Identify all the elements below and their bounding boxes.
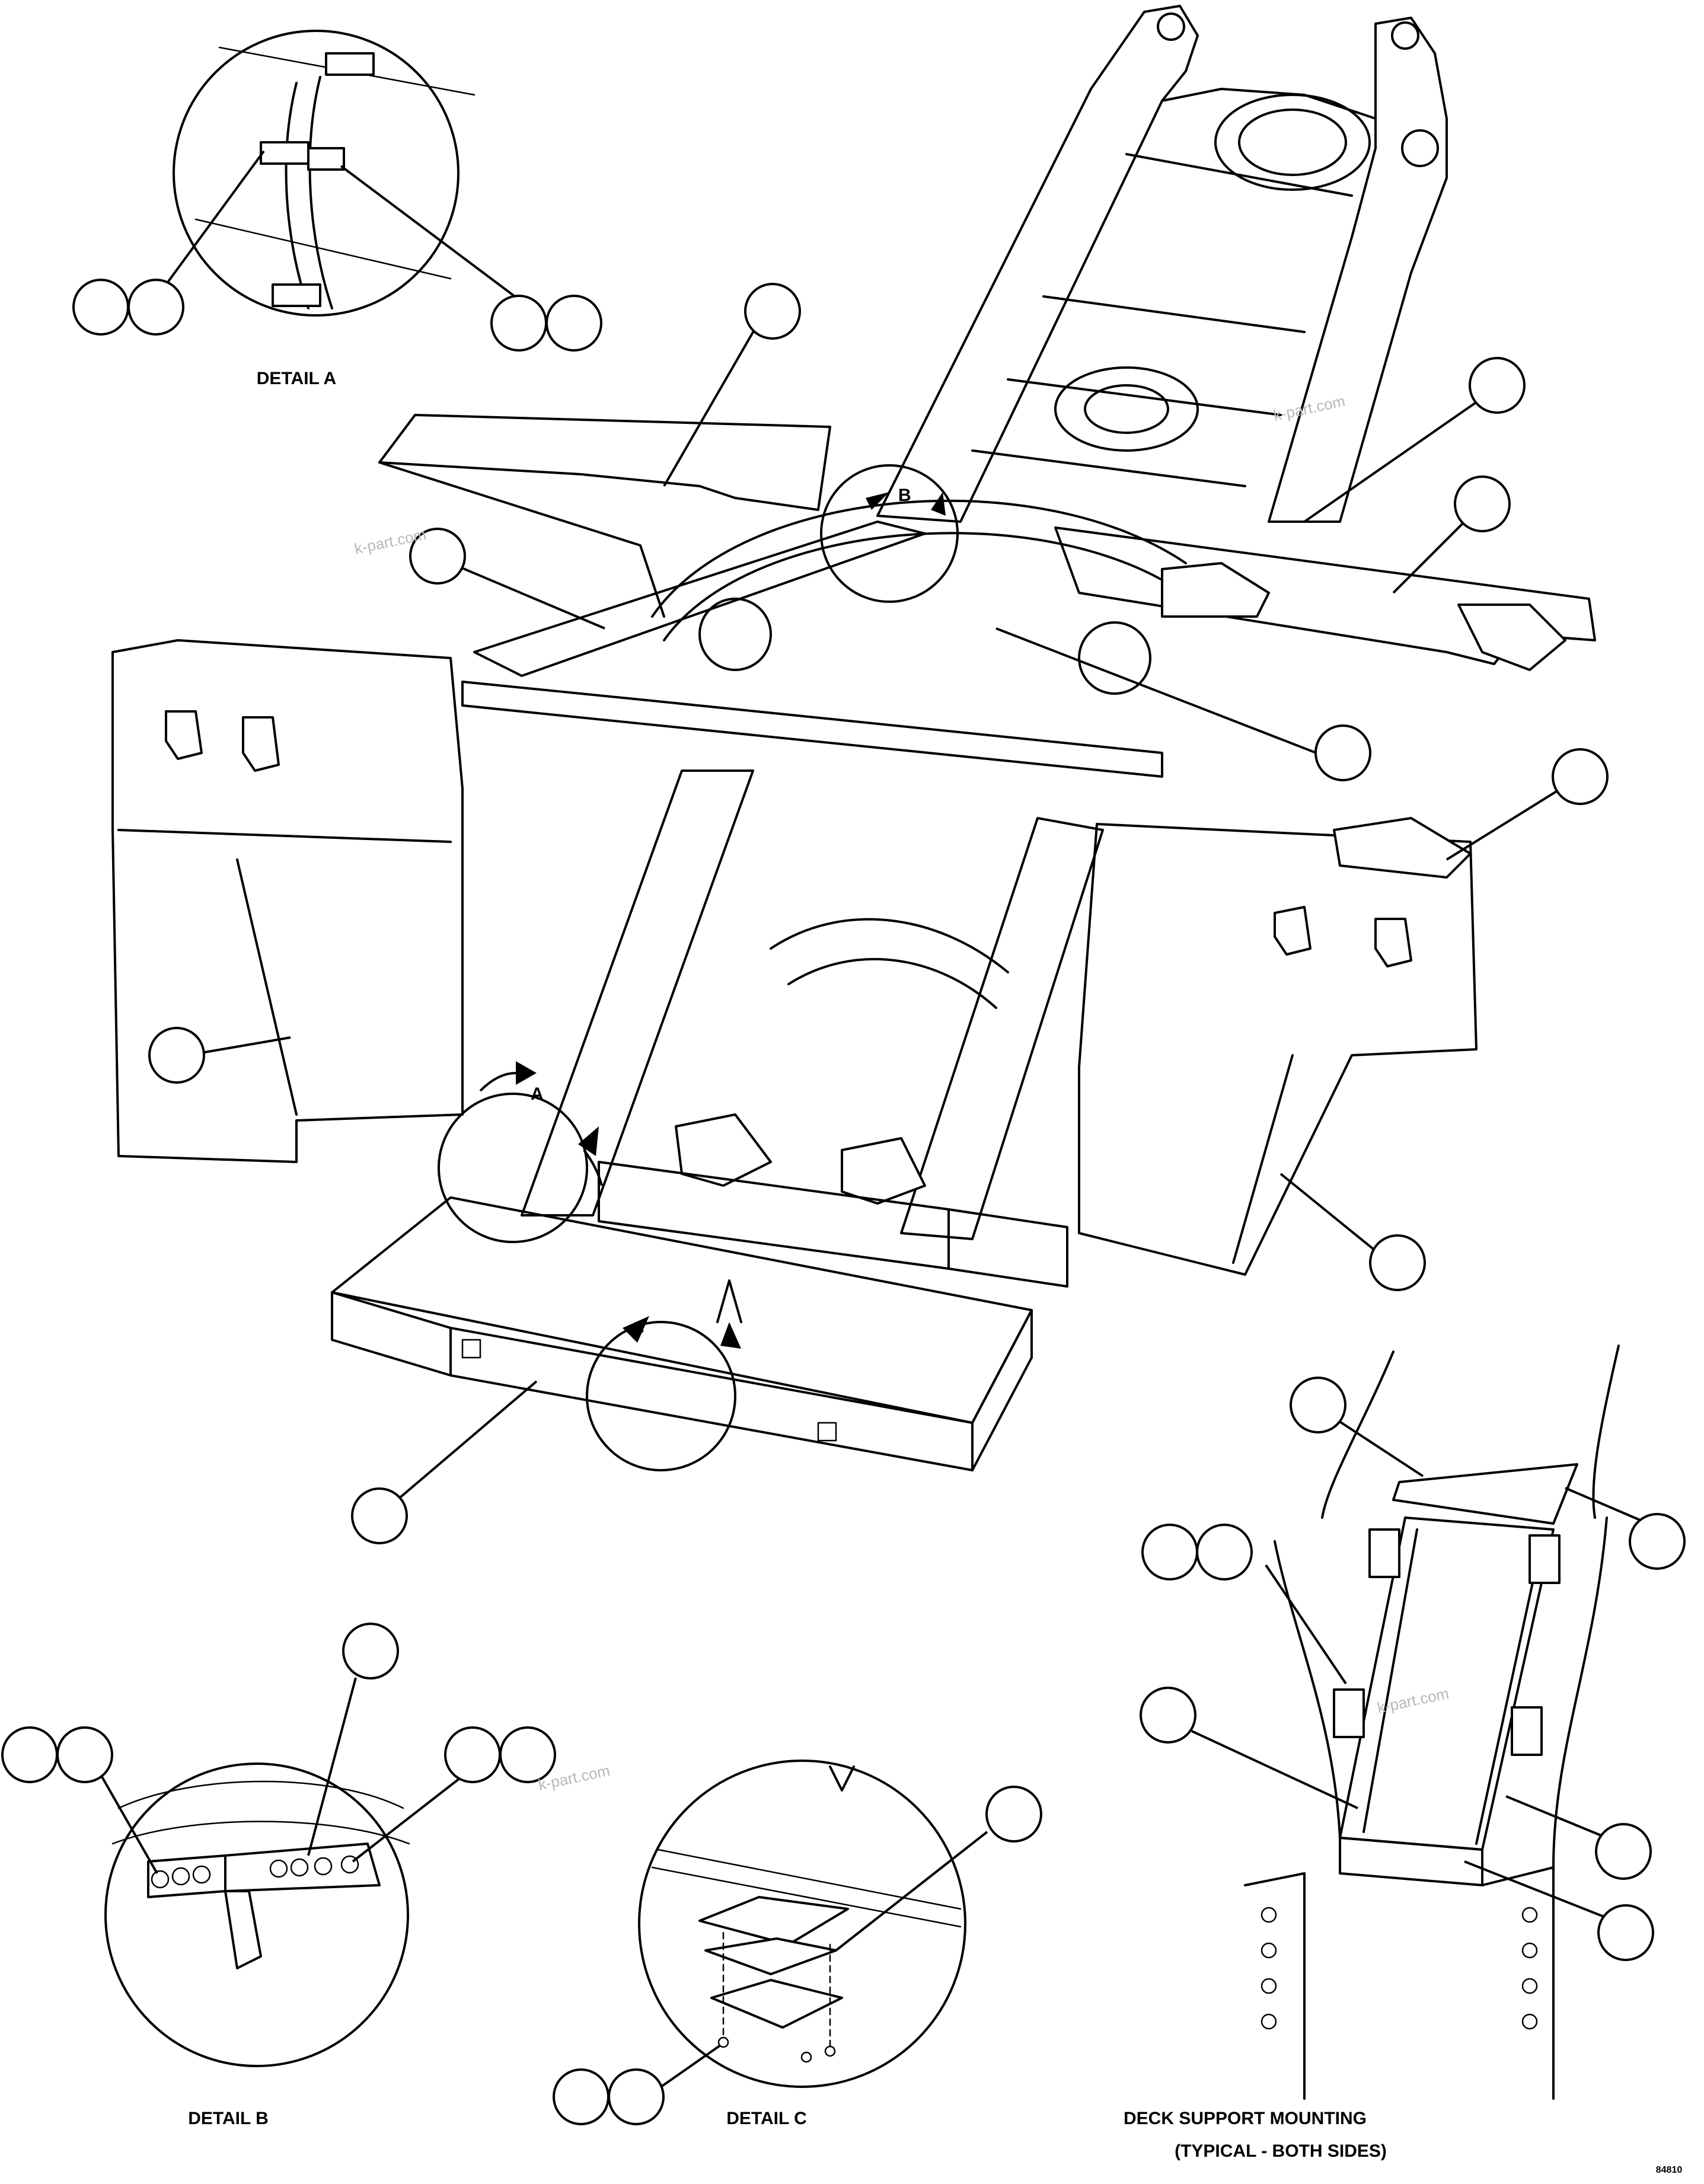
rear-frame <box>876 5 1448 523</box>
lower-cross-member <box>598 1161 1068 1288</box>
cross-tube <box>461 521 1163 778</box>
callout-balloon <box>444 1726 501 1783</box>
detail-c: DETAIL C <box>553 1760 1042 2128</box>
callout-balloon <box>342 1623 399 1679</box>
callout-balloon <box>1597 1904 1654 1961</box>
marker-c-label: C <box>631 1318 644 1338</box>
callout-balloon <box>351 1487 408 1544</box>
view-marker-b: B <box>820 464 959 603</box>
detail-b: DETAIL B <box>1 1623 556 2128</box>
callout-balloon <box>1290 1377 1346 1433</box>
callout-balloon <box>148 1027 205 1084</box>
right-arm <box>1054 526 1596 671</box>
callout-balloon <box>1552 748 1609 805</box>
callout-balloon <box>56 1726 113 1783</box>
callout-balloon <box>985 1786 1042 1843</box>
callout-balloon <box>608 2068 665 2125</box>
view-marker-c: C <box>586 1316 741 1471</box>
deck-label-line2: (TYPICAL - BOTH SIDES) <box>1175 2141 1387 2161</box>
detail-a: DETAIL A <box>72 30 602 388</box>
callout-balloon <box>1454 475 1511 532</box>
callout-balloon <box>1196 1524 1253 1580</box>
watermark-text: k-part.com <box>1376 1684 1450 1717</box>
callout-balloon <box>490 295 547 352</box>
callout-balloon <box>1629 1513 1686 1570</box>
centre-rails <box>521 769 1104 1240</box>
callout-balloon <box>553 2068 610 2125</box>
callout-balloon <box>1469 357 1526 414</box>
left-side-panel <box>111 639 464 1163</box>
drawing-number: 84810 <box>1656 2165 1683 2175</box>
detail-c-label: DETAIL C <box>726 2109 807 2128</box>
callout-balloon <box>72 279 129 336</box>
callout-balloon <box>1595 1823 1652 1880</box>
main-callouts <box>148 283 1609 1544</box>
marker-a-label: A <box>531 1084 544 1104</box>
callout-balloon <box>1369 1234 1426 1291</box>
upper-deck-plate <box>378 414 831 618</box>
swing-ring <box>651 499 1187 695</box>
right-side-panel <box>1078 817 1478 1276</box>
detail-a-label: DETAIL A <box>257 369 336 388</box>
deck-support-mounting: DECK SUPPORT MOUNTING (TYPICAL - BOTH SI… <box>1124 1345 1686 2161</box>
marker-b-label: B <box>898 486 911 505</box>
callout-balloon <box>127 279 184 336</box>
callout-balloon <box>499 1726 556 1783</box>
front-bumper <box>331 1196 1033 1471</box>
callout-balloon <box>1140 1687 1196 1744</box>
callout-balloon <box>409 528 466 585</box>
detail-b-label: DETAIL B <box>188 2109 269 2128</box>
callout-balloon <box>1141 1524 1198 1580</box>
main-frame-assembly <box>111 5 1596 1471</box>
callout-balloon <box>744 283 801 340</box>
view-marker-a: A <box>438 1061 603 1243</box>
callout-balloon <box>1 1726 58 1783</box>
watermark-text: k-part.com <box>1272 392 1346 424</box>
callout-balloon <box>1314 724 1371 781</box>
deck-label-line1: DECK SUPPORT MOUNTING <box>1124 2109 1367 2128</box>
callout-balloon <box>545 295 602 352</box>
